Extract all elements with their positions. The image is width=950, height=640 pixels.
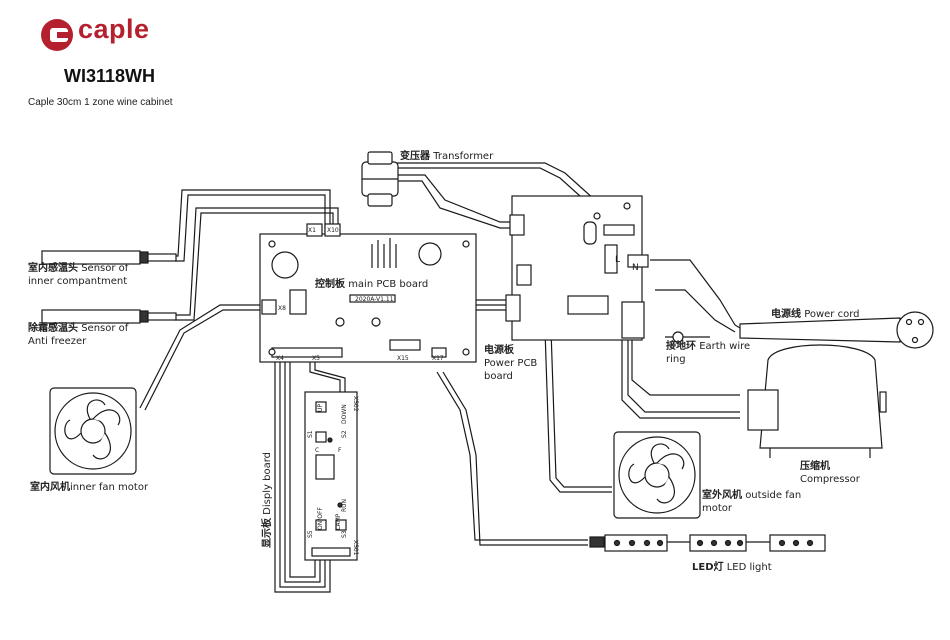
power-cord-label: 电源线 Power cord	[771, 309, 860, 320]
x15-label: X15	[397, 355, 409, 362]
display-board-icon	[304, 391, 358, 561]
logo-text: caple	[78, 14, 150, 44]
power-plug-icon	[739, 311, 934, 349]
caple-logo-mark-icon	[41, 19, 73, 51]
board-code-label: 2020A-V1.11	[355, 296, 394, 303]
on-off-label: ON/OFF	[317, 507, 324, 530]
earth-wire-label: 接地环 Earth wire ring	[666, 341, 751, 365]
x17-label: X17	[432, 355, 444, 362]
inner-sensor-label: 室内感温头 Sensor of inner compantment	[28, 263, 129, 287]
f-label: F	[338, 447, 342, 454]
lamp-label: LAMP	[335, 513, 342, 530]
outside-fan-icon	[613, 431, 701, 519]
l-terminal-label: L	[615, 255, 620, 265]
xs02-label: XS02	[352, 396, 359, 412]
c-label: C	[315, 447, 319, 454]
led-light-label: LED灯 LED light	[692, 562, 772, 573]
x8-label: X8	[278, 305, 286, 312]
anti-freezer-sensor-icon	[41, 309, 177, 324]
x10-label: X10	[327, 227, 339, 234]
down-label: DOWN	[341, 404, 348, 424]
up-label: UP	[317, 404, 324, 412]
compressor-label: 压缩机 Compressor	[800, 461, 860, 485]
x4-label: X4	[276, 355, 284, 362]
inner-fan-icon	[49, 387, 137, 475]
led-cable	[436, 371, 588, 541]
power-cord-cable	[650, 259, 741, 329]
n-terminal-label: N	[632, 263, 639, 273]
anti-freezer-cable	[175, 207, 339, 316]
compressor-cable	[621, 340, 740, 419]
main-pcb-icon	[259, 223, 477, 363]
inner-fan-cable	[139, 304, 262, 409]
main-pcb-label: 控制板 main PCB board	[315, 279, 429, 290]
display-ribbon	[274, 362, 331, 593]
s1-label: S1	[307, 430, 314, 438]
s3-label: S3	[341, 530, 348, 538]
caple-logo: caple	[40, 14, 180, 54]
compressor-icon	[747, 344, 887, 458]
led-strip-icon	[589, 534, 826, 552]
run-label: RUN	[341, 499, 348, 512]
xs01-label: XS01	[352, 540, 359, 556]
outside-fan-label: 室外风机 outside fan motor	[702, 490, 802, 514]
subtitle: Caple 30cm 1 zone wine cabinet	[28, 97, 173, 108]
anti-freezer-sensor-label: 除霜感温头 Sensor of Anti freezer	[28, 323, 129, 347]
power-pcb-label: 电源板 Power PCB board	[484, 345, 538, 382]
earth-ring-icon	[672, 331, 684, 343]
display-board-label: 显示板 Disply board	[262, 452, 273, 548]
transformer-icon	[361, 151, 399, 207]
x1-label: X1	[308, 227, 316, 234]
x5-label: X5	[312, 355, 320, 362]
s2-label: S2	[341, 430, 348, 438]
model-number: WI3118WH	[64, 66, 156, 86]
s5-label: S5	[307, 530, 314, 538]
transformer-cable	[395, 174, 512, 223]
transformer-label: 变压器 Transformer	[400, 151, 494, 162]
inner-sensor-icon	[41, 250, 177, 265]
inner-fan-label: 室内风机inner fan motor	[30, 482, 149, 493]
power-pcb-icon	[505, 195, 649, 341]
inner-sensor-cable	[175, 189, 331, 257]
